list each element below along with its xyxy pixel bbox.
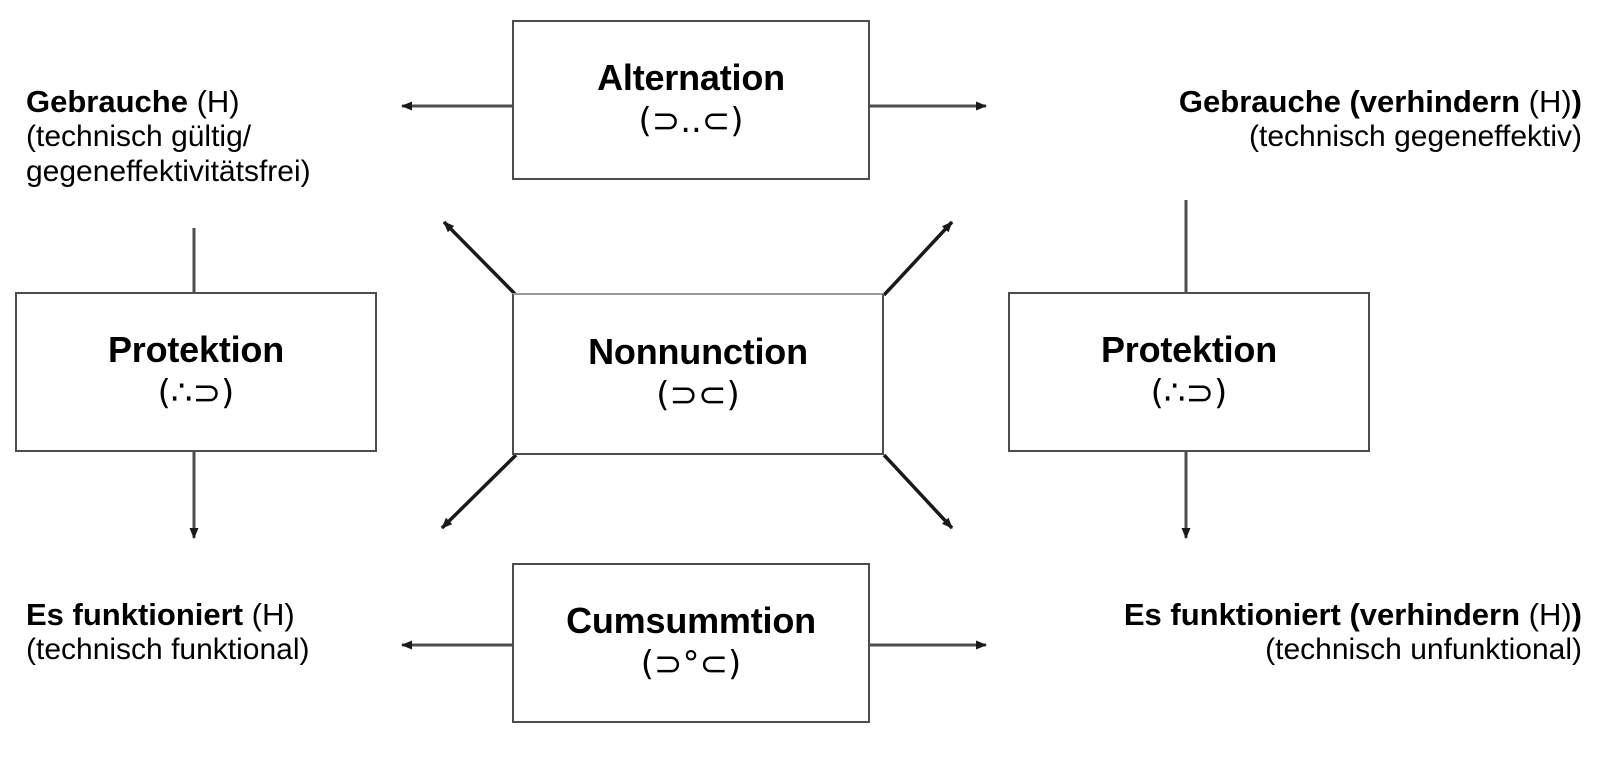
label-bottom-left-line1: Es funktioniert (H) [26, 597, 309, 633]
label-top-right: Gebrauche (verhindern (H)) (technisch ge… [1179, 84, 1582, 155]
box-protektion-right-title: Protektion [1100, 329, 1277, 371]
arrow-nonnunction-to-top-right-diagonal [882, 220, 954, 297]
arrow-nonnunction-to-bottom-left-diagonal [440, 453, 518, 530]
box-cumsummtion-title: Cumsummtion [566, 600, 816, 642]
box-nonnunction-title: Nonnunction [588, 331, 808, 373]
label-top-left-line3: gegeneffektivitätsfrei) [26, 154, 311, 188]
label-top-right-line1-bold-b: ) [1571, 84, 1582, 119]
label-bottom-right-line1-rest: (H) [1520, 597, 1572, 632]
label-bottom-right-line1-bold-a: Es funktioniert (verhindern [1123, 597, 1521, 632]
box-cumsummtion[interactable]: Cumsummtion (⊃°⊂) [512, 563, 870, 723]
box-alternation[interactable]: Alternation (⊃..⊂) [512, 20, 870, 180]
box-protektion-left[interactable]: Protektion (∴⊃) [15, 292, 377, 452]
label-top-right-line2: (technisch gegeneffektiv) [1249, 119, 1582, 153]
label-top-right-line1-bold-a: Gebrauche (verhindern [1178, 84, 1521, 119]
arrow-nonnunction-to-top-left-diagonal [442, 220, 518, 297]
box-nonnunction[interactable]: Nonnunction (⊃⊂) [512, 293, 884, 455]
label-top-right-line1: Gebrauche (verhindern (H)) [1179, 84, 1582, 120]
label-top-left: Gebrauche (H) (technisch gültig/ gegenef… [26, 84, 311, 190]
label-bottom-right-line1-bold-b: ) [1571, 597, 1582, 632]
label-bottom-right-line2: (technisch unfunktional) [1265, 632, 1582, 666]
label-bottom-right-line1: Es funktioniert (verhindern (H)) [1124, 597, 1582, 633]
label-top-left-line2: (technisch gültig/ [26, 119, 252, 153]
box-cumsummtion-symbol: (⊃°⊂) [640, 644, 742, 685]
label-bottom-left: Es funktioniert (H) (technisch funktiona… [26, 597, 309, 668]
label-top-left-line1-bold: Gebrauche [26, 84, 188, 119]
box-protektion-right-symbol: (∴⊃) [1150, 373, 1228, 414]
box-alternation-title: Alternation [597, 57, 785, 99]
label-top-right-line1-rest: (H) [1520, 84, 1572, 119]
box-protektion-left-title: Protektion [107, 329, 284, 371]
label-top-left-line1-rest: (H) [187, 84, 240, 119]
label-bottom-left-line1-rest: (H) [243, 597, 295, 632]
label-bottom-right: Es funktioniert (verhindern (H)) (techni… [1124, 597, 1582, 668]
box-protektion-left-symbol: (∴⊃) [157, 373, 235, 414]
label-bottom-left-line1-bold: Es funktioniert [26, 597, 244, 632]
label-top-left-line1: Gebrauche (H) [26, 84, 311, 120]
box-nonnunction-symbol: (⊃⊂) [656, 375, 740, 416]
box-protektion-right[interactable]: Protektion (∴⊃) [1008, 292, 1370, 452]
arrow-nonnunction-to-bottom-right-diagonal [882, 453, 954, 530]
box-alternation-symbol: (⊃..⊂) [638, 101, 744, 142]
label-bottom-left-line2: (technisch funktional) [26, 632, 310, 666]
